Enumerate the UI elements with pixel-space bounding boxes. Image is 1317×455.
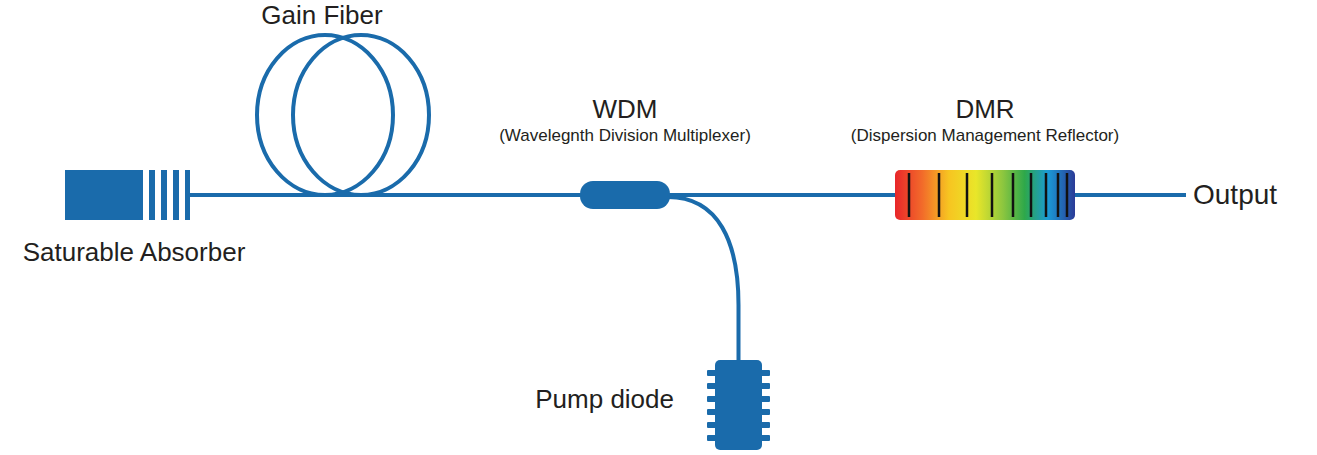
absorber-stripe bbox=[155, 170, 161, 220]
absorber-body bbox=[65, 170, 190, 220]
component-subtitle: (Dispersion Management Reflector) bbox=[851, 126, 1119, 146]
component-label: Pump diode bbox=[535, 385, 674, 415]
chip-body bbox=[715, 360, 762, 450]
dispersion-reflector: DMR(Dispersion Management Reflector) bbox=[895, 170, 1075, 220]
grating-line bbox=[1045, 173, 1048, 217]
wdm-body bbox=[580, 181, 670, 209]
coil-loop bbox=[293, 35, 429, 195]
fiber-connector bbox=[670, 193, 895, 197]
wdm-coupler-drawing bbox=[580, 181, 670, 209]
fiber-connector bbox=[190, 193, 255, 197]
wdm-coupler: WDM(Wavelegnth Division Multiplexer) bbox=[580, 181, 670, 209]
output-fiber bbox=[1075, 193, 1186, 197]
absorber-stripe bbox=[143, 170, 149, 220]
pump-diode-chip-drawing bbox=[715, 360, 762, 450]
component-subtitle: (Wavelegnth Division Multiplexer) bbox=[499, 126, 751, 146]
output-label: Output bbox=[1193, 179, 1277, 211]
grating-line bbox=[1057, 173, 1060, 217]
grating-line bbox=[1030, 173, 1033, 217]
component-label: DMR bbox=[955, 95, 1014, 125]
saturable-absorber: Saturable Absorber bbox=[65, 170, 190, 220]
grating-body bbox=[895, 170, 1075, 220]
dispersion-reflector-drawing bbox=[895, 170, 1075, 220]
gain-fiber-coil-drawing bbox=[255, 33, 431, 197]
component-label: WDM bbox=[593, 95, 658, 125]
absorber-stripe bbox=[179, 170, 185, 220]
grating-line bbox=[1066, 173, 1069, 217]
absorber-stripe bbox=[167, 170, 173, 220]
gain-fiber-coil: Gain Fiber bbox=[255, 33, 431, 197]
grating-line bbox=[991, 173, 994, 217]
saturable-absorber-drawing bbox=[65, 170, 190, 220]
coil-loop bbox=[257, 35, 393, 195]
grating-line bbox=[966, 173, 969, 217]
fiber-connector bbox=[668, 197, 739, 360]
pump-diode-chip: Pump diode bbox=[715, 360, 762, 450]
grating-line bbox=[908, 173, 911, 217]
coil-fiber bbox=[255, 193, 431, 197]
component-label: Gain Fiber bbox=[261, 1, 382, 31]
fiber-connector bbox=[431, 193, 580, 197]
component-label: Saturable Absorber bbox=[23, 238, 246, 268]
grating-line bbox=[1012, 173, 1015, 217]
grating-line bbox=[938, 173, 941, 217]
